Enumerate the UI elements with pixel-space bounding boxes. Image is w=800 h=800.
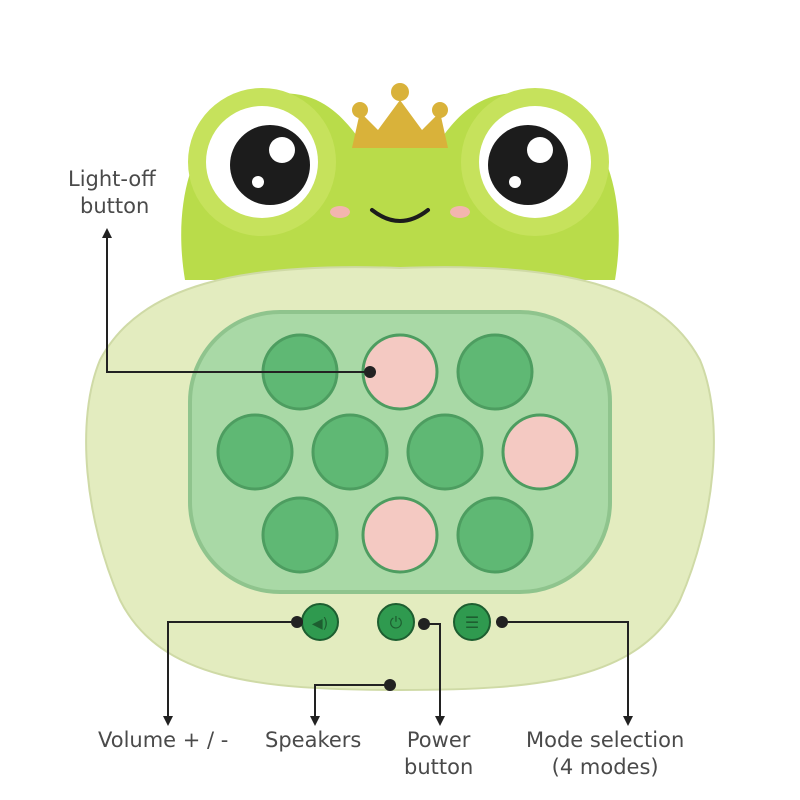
left-eye: [188, 88, 336, 236]
volume-label: Volume + / -: [98, 728, 229, 752]
label-line: Light-off: [68, 167, 156, 191]
lit-bubble-button[interactable]: [501, 413, 579, 491]
power-button[interactable]: ⏻: [377, 603, 415, 641]
bubble-button[interactable]: [216, 413, 294, 491]
callout-markers: [102, 228, 633, 726]
mode-button[interactable]: ☰: [453, 603, 491, 641]
mode-selection-label: Mode selection (4 modes): [526, 727, 684, 781]
callout-lines: [106, 238, 629, 716]
bubble-button[interactable]: [456, 333, 534, 411]
bubble-button[interactable]: [406, 413, 484, 491]
light-off-button-label: Light-off button: [68, 166, 156, 220]
svg-text:◀): ◀): [312, 616, 328, 632]
smile: [370, 208, 430, 223]
bubble-button[interactable]: [456, 496, 534, 574]
cheek-right: [450, 206, 470, 218]
speakers-label: Speakers: [265, 728, 362, 752]
cheek-left: [330, 206, 350, 218]
label-line: button: [80, 194, 150, 218]
label-line: Power: [406, 728, 471, 752]
bubble-button[interactable]: [311, 413, 389, 491]
crown: [352, 83, 448, 148]
right-eye: [461, 88, 609, 236]
label-line: Mode selection: [526, 728, 685, 752]
svg-text:☰: ☰: [465, 613, 479, 632]
bubble-button[interactable]: [261, 496, 339, 574]
svg-text:⏻: ⏻: [390, 613, 403, 632]
power-button-label: Power button: [404, 727, 473, 781]
lit-bubble-button[interactable]: [361, 496, 439, 574]
label-line: (4 modes): [551, 755, 659, 779]
label-line: button: [404, 755, 474, 779]
volume-button[interactable]: ◀): [301, 603, 339, 641]
